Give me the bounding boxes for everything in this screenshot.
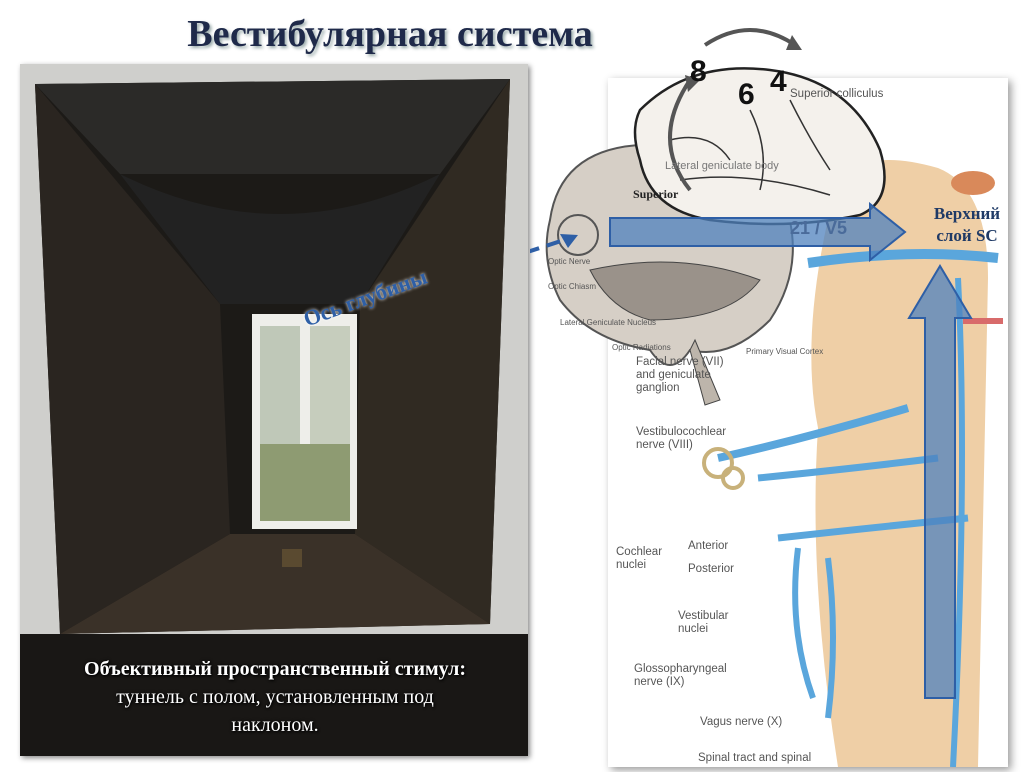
area-v5-label: 21 / V5: [790, 218, 848, 238]
label-optic-nerve: Optic Nerve: [548, 257, 591, 266]
caption-line-1: Объективный пространственный стимул:: [84, 658, 466, 680]
label-optic-chiasm: Optic Chiasm: [548, 282, 597, 291]
label-glossopharyngeal: Glossopharyngeal nerve (IX): [634, 663, 727, 688]
sc-layer-label: Верхний слой SC: [912, 203, 1022, 247]
horizontal-arrow: [609, 202, 907, 263]
photo-caption: Объективный пространственный стимул: тун…: [30, 655, 520, 739]
label-vestibulocochlear: Vestibulocochlear nerve (VIII): [636, 426, 727, 451]
area-6: 6: [738, 78, 755, 111]
tunnel-illustration: [20, 64, 528, 756]
caption-line-2: туннель с полом, установленным под: [116, 686, 434, 708]
label-posterior: Posterior: [688, 563, 735, 575]
brain-diagram: [530, 28, 886, 406]
label-vestibular-nuclei: Vestibular nuclei: [678, 610, 729, 635]
label-optic-radiations: Optic Radiations: [612, 343, 671, 352]
label-superior: Superior: [633, 187, 679, 201]
label-spinal-tract: Spinal tract and spinal: [698, 752, 812, 764]
label-superior-colliculus: Superior colliculus: [790, 88, 884, 100]
slide-title: Вестибулярная система: [187, 13, 593, 55]
sc-label-line-2: слой SC: [936, 226, 998, 245]
label-anterior: Anterior: [688, 540, 729, 552]
label-vagus: Vagus nerve (X): [700, 716, 783, 728]
label-primary-visual-cortex: Primary Visual Cortex: [746, 347, 824, 356]
area-4: 4: [770, 65, 787, 98]
label-lateral-geniculate-body: Lateral geniculate body: [665, 160, 779, 172]
caption-line-3: наклоном.: [231, 714, 319, 736]
label-cochlear-nuclei: Cochlear nuclei: [616, 546, 663, 571]
label-facial-nerve: Facial nerve (VII) and geniculate gangli…: [636, 356, 724, 394]
tunnel-photo: [20, 64, 528, 756]
label-lgn: Lateral Geniculate Nucleus: [560, 318, 657, 327]
area-8: 8: [690, 55, 707, 88]
vertical-arrow: [907, 264, 973, 699]
sc-label-line-1: Верхний: [933, 204, 1001, 223]
